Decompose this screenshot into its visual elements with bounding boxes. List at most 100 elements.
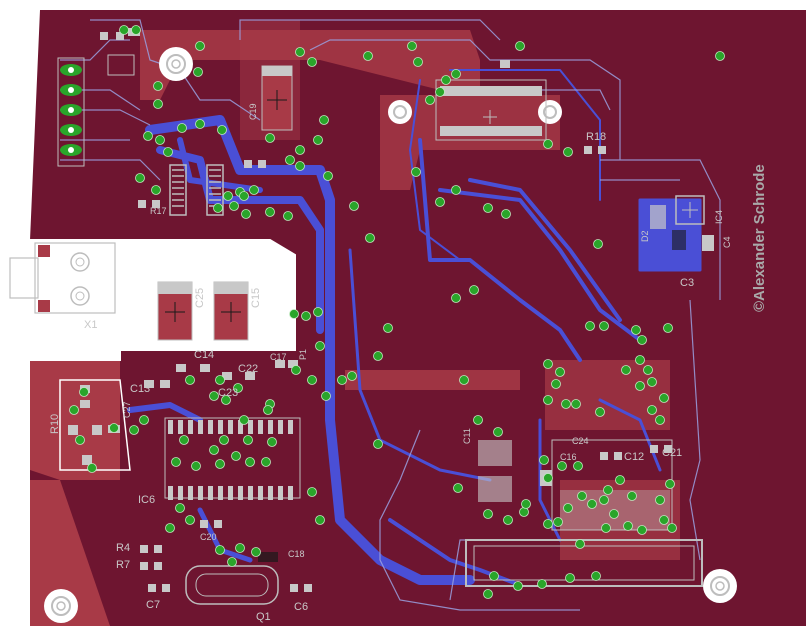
via bbox=[249, 185, 259, 195]
via bbox=[295, 161, 305, 171]
via bbox=[577, 491, 587, 501]
via bbox=[215, 375, 225, 385]
via bbox=[441, 75, 451, 85]
copper-top-light-3 bbox=[345, 370, 520, 390]
via bbox=[593, 239, 603, 249]
copper-top-pour bbox=[30, 10, 806, 626]
fpc-connector-top bbox=[435, 79, 547, 141]
vias bbox=[69, 25, 725, 599]
via bbox=[219, 435, 229, 445]
via bbox=[231, 451, 241, 461]
via bbox=[243, 435, 253, 445]
via bbox=[659, 515, 669, 525]
via bbox=[195, 119, 205, 129]
label-c24: C24 bbox=[572, 436, 589, 446]
via bbox=[563, 503, 573, 513]
copper-left-lower bbox=[30, 360, 120, 480]
via bbox=[435, 87, 445, 97]
label-r7: R7 bbox=[116, 559, 130, 571]
via bbox=[261, 457, 271, 467]
via bbox=[319, 115, 329, 125]
via bbox=[591, 571, 601, 581]
silkscreen-labels: X1 C25 C15 C14 C13 C22 C23 C17 C19 C27 R… bbox=[49, 103, 768, 623]
via bbox=[553, 517, 563, 527]
via bbox=[543, 519, 553, 529]
via bbox=[575, 539, 585, 549]
via bbox=[109, 423, 119, 433]
via bbox=[263, 405, 273, 415]
via bbox=[239, 415, 249, 425]
power-jack-x1 bbox=[9, 242, 116, 314]
via bbox=[627, 491, 637, 501]
author-credit: ©Alexander Schrode bbox=[751, 164, 768, 312]
via bbox=[561, 399, 571, 409]
via bbox=[153, 99, 163, 109]
label-r4: R4 bbox=[116, 542, 130, 554]
label-d2: D2 bbox=[640, 230, 650, 242]
via bbox=[655, 415, 665, 425]
via bbox=[715, 51, 725, 61]
via bbox=[543, 359, 553, 369]
ic6-chip bbox=[164, 417, 301, 500]
via bbox=[119, 25, 129, 35]
via bbox=[135, 173, 145, 183]
power-module bbox=[650, 195, 714, 251]
label-c19: C19 bbox=[248, 103, 258, 120]
via bbox=[185, 515, 195, 525]
via bbox=[151, 185, 161, 195]
via bbox=[543, 473, 553, 483]
label-c17: C17 bbox=[270, 352, 287, 362]
via bbox=[573, 461, 583, 471]
via bbox=[411, 167, 421, 177]
via bbox=[665, 479, 675, 489]
label-c25: C25 bbox=[194, 288, 206, 308]
via bbox=[563, 147, 573, 157]
pin-header bbox=[57, 57, 85, 167]
via bbox=[265, 133, 275, 143]
via bbox=[129, 425, 139, 435]
label-x1: X1 bbox=[84, 319, 97, 331]
via bbox=[221, 395, 231, 405]
via bbox=[363, 51, 373, 61]
label-c22: C22 bbox=[238, 363, 258, 375]
via bbox=[307, 57, 317, 67]
via bbox=[453, 483, 463, 493]
via bbox=[165, 523, 175, 533]
via bbox=[493, 427, 503, 437]
via bbox=[621, 365, 631, 375]
via bbox=[543, 139, 553, 149]
via bbox=[413, 57, 423, 67]
label-c12: C12 bbox=[624, 451, 644, 463]
via bbox=[631, 325, 641, 335]
via bbox=[315, 341, 325, 351]
via bbox=[663, 323, 673, 333]
via bbox=[587, 499, 597, 509]
via bbox=[321, 391, 331, 401]
label-c18: C18 bbox=[288, 549, 305, 559]
clearance-outline bbox=[30, 239, 296, 361]
via bbox=[551, 379, 561, 389]
via bbox=[239, 191, 249, 201]
label-c7: C7 bbox=[146, 599, 160, 611]
clearance-outline-2 bbox=[59, 379, 131, 471]
via bbox=[483, 589, 493, 599]
capacitor-c19 bbox=[261, 65, 293, 131]
via bbox=[283, 211, 293, 221]
mounting-hole-bottom-left bbox=[44, 589, 78, 623]
via bbox=[603, 485, 613, 495]
via bbox=[171, 457, 181, 467]
label-c3: C3 bbox=[680, 277, 694, 289]
via bbox=[209, 445, 219, 455]
via bbox=[215, 545, 225, 555]
label-p1: P1 bbox=[298, 349, 308, 360]
via bbox=[245, 457, 255, 467]
via bbox=[215, 459, 225, 469]
via bbox=[365, 233, 375, 243]
via bbox=[295, 47, 305, 57]
via bbox=[153, 81, 163, 91]
via bbox=[435, 197, 445, 207]
via bbox=[177, 123, 187, 133]
label-c27: C27 bbox=[122, 401, 132, 418]
capacitor-c25 bbox=[157, 281, 193, 341]
mounting-holes bbox=[44, 47, 737, 623]
